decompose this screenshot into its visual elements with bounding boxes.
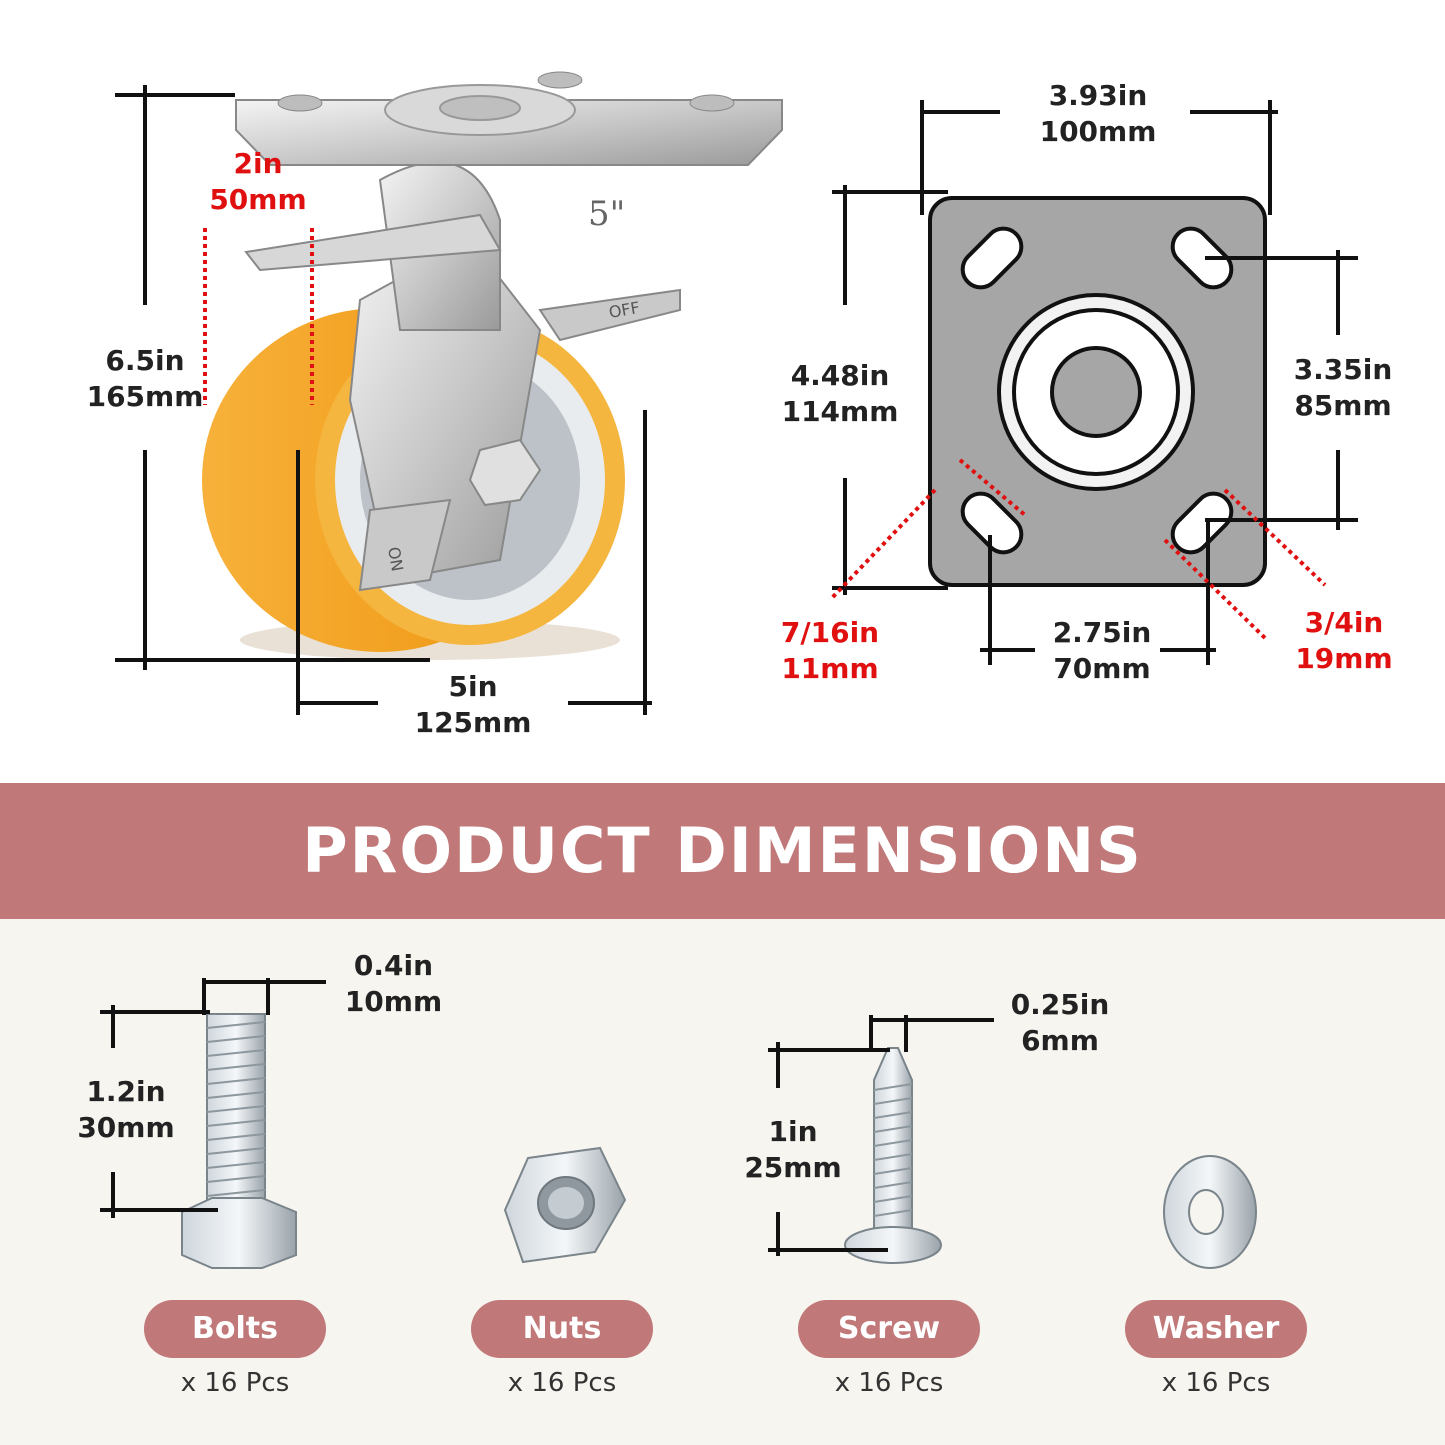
bolt-illustration <box>181 1013 297 1269</box>
brake-off-pedal <box>538 288 681 342</box>
washer-illustration <box>1163 1155 1257 1269</box>
bolts-quantity: x 16 Pcs <box>180 1368 290 1398</box>
brake-lever-top <box>244 213 502 272</box>
nuts-quantity: x 16 Pcs <box>507 1368 617 1398</box>
wheel-size-label: 5" <box>588 194 625 234</box>
plate-center <box>1050 346 1142 438</box>
brake-dimension-lines <box>203 228 314 405</box>
caster-illustration: OFF ON 5" <box>202 71 783 660</box>
bolts-label: Bolts <box>144 1300 326 1358</box>
brake-on-pedal <box>358 498 452 592</box>
screw-illustration <box>844 1047 942 1264</box>
nuts-label: Nuts <box>471 1300 653 1358</box>
slot-dimension-lines <box>828 458 1327 640</box>
slot-bottom-right <box>1170 491 1234 555</box>
caster-dimension-lines <box>115 85 652 715</box>
slot-top-right <box>1170 226 1234 290</box>
banner: PRODUCT DIMENSIONS <box>0 783 1445 919</box>
banner-title: PRODUCT DIMENSIONS <box>302 814 1143 887</box>
axle-nut <box>468 438 542 507</box>
bolt-dimension-lines <box>100 978 326 1218</box>
nut-illustration <box>503 1146 627 1264</box>
slot-bottom-left <box>960 491 1024 555</box>
screw-label: Screw <box>798 1300 980 1358</box>
washer-quantity: x 16 Pcs <box>1161 1368 1271 1398</box>
plate-dimension-lines <box>832 100 1358 665</box>
screw-quantity: x 16 Pcs <box>834 1368 944 1398</box>
brake-on-label: ON <box>384 545 407 572</box>
slot-top-left <box>960 226 1024 290</box>
plate-illustration <box>928 196 1267 587</box>
washer-label: Washer <box>1125 1300 1307 1358</box>
screw-dimension-lines <box>768 1015 994 1256</box>
